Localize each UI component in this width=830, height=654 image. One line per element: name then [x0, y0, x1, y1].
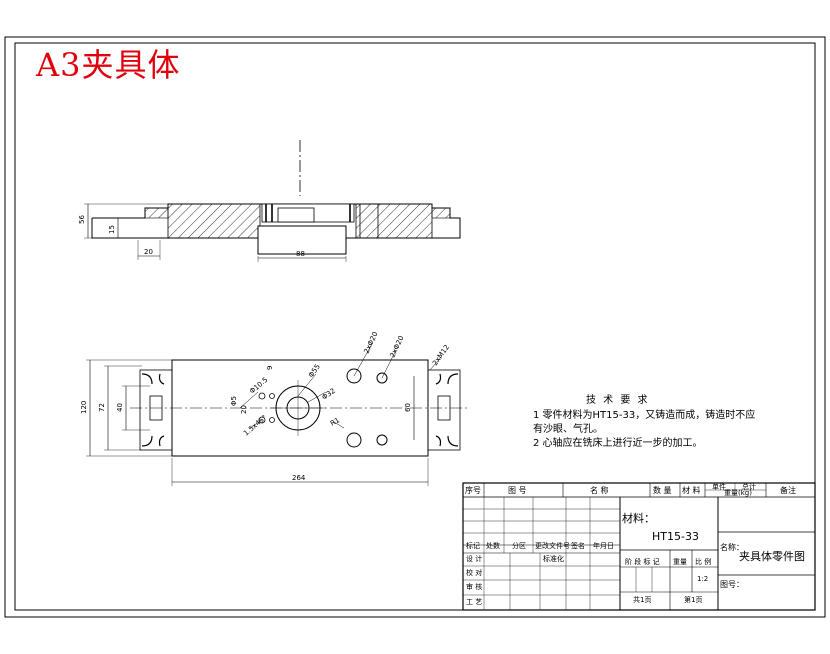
tb-name-value: 夹具体零件图 — [739, 550, 805, 563]
tb-count: 处数 — [486, 542, 500, 550]
tb-sheet-no: 第1页 — [684, 596, 703, 604]
tb-material-label: 材料： — [622, 512, 655, 525]
top-view: 120 72 40 60 264 2xΦ20 2xΦ20 2xM12 Φ55 Φ… — [80, 331, 470, 486]
tb-h-drawing-no: 图 号 — [508, 486, 527, 495]
tb-material-value: HT15-33 — [652, 530, 699, 543]
tb-weight: 重量 — [673, 558, 687, 566]
dim-small4: 9 — [266, 366, 274, 370]
front-view: 56 15 20 88 — [78, 140, 461, 262]
dim-top-right-h: 60 — [404, 403, 412, 412]
tech-req-line3: 2 心轴应在铣床上进行近一步的加工。 — [533, 438, 703, 449]
tb-stage-mark: 阶 段 标 记 — [625, 558, 660, 566]
dim-center-d: Φ55 — [307, 363, 322, 379]
tb-standardize: 标准化 — [543, 555, 564, 563]
tb-check: 校 对 — [466, 569, 483, 577]
tb-zone: 分区 — [512, 542, 526, 550]
tb-date: 年月日 — [593, 542, 614, 550]
tb-h-total: 总计 — [742, 483, 756, 491]
tb-sign: 签名 — [571, 542, 585, 550]
dim-hole-a: 2xΦ20 — [363, 331, 380, 355]
dim-small3: 20 — [240, 405, 248, 414]
dim-top-mid-h: 72 — [98, 403, 106, 412]
tb-review: 审 核 — [466, 583, 483, 591]
tb-h-weight: 重量(kg) — [724, 489, 752, 497]
outer-frame — [4, 36, 826, 618]
tb-h-qty: 数 量 — [653, 486, 672, 495]
dim-small1: Φ5 — [230, 396, 238, 406]
tb-h-remark: 备注 — [780, 486, 796, 495]
tb-design: 设 计 — [466, 555, 483, 563]
drawing-title: A3夹具体 — [36, 46, 181, 84]
dim-top-overall-h: 120 — [80, 401, 88, 414]
dim-top-slot-h: 40 — [116, 403, 124, 412]
title-block-grid — [462, 482, 816, 611]
dim-hole-c: 2xM12 — [431, 343, 451, 367]
dim-top-length: 264 — [292, 474, 306, 482]
tb-drawing-no-label: 图号： — [720, 580, 744, 589]
dim-center-d2: Φ32 — [321, 387, 337, 402]
dim-small2: Φ10.5 — [248, 376, 269, 396]
tb-h-seq: 序号 — [465, 486, 481, 495]
tb-scale-value: 1:2 — [697, 575, 709, 583]
tb-mark: 标记 — [466, 542, 480, 550]
tech-req-line2: 有沙眼、气孔。 — [533, 424, 603, 435]
dim-front-step: 15 — [108, 225, 116, 234]
dim-front-height: 56 — [78, 215, 86, 224]
inner-frame — [14, 42, 816, 611]
dim-front-flange: 20 — [144, 248, 153, 256]
tb-h-single: 单件 — [712, 483, 726, 491]
dim-hole-b: 2xΦ20 — [389, 335, 406, 359]
tb-h-name: 名 称 — [590, 486, 609, 495]
tb-name-label: 名称： — [720, 543, 744, 552]
dim-small5: 1.5x45° — [242, 414, 268, 438]
tech-req-heading: 技 术 要 求 — [586, 395, 650, 406]
tb-sheets-total: 共1页 — [633, 596, 652, 604]
tb-change-doc: 更改文件号 — [535, 542, 570, 550]
tech-req-line1: 1 零件材料为HT15-33，又铸造而成，铸造时不应 — [533, 410, 756, 421]
tb-process: 工 艺 — [466, 598, 483, 606]
tb-h-material: 材 料 — [682, 486, 701, 495]
tb-scale: 比 例 — [695, 558, 712, 566]
dim-r1: R1 — [329, 416, 341, 428]
dim-front-boss: 88 — [296, 250, 305, 258]
